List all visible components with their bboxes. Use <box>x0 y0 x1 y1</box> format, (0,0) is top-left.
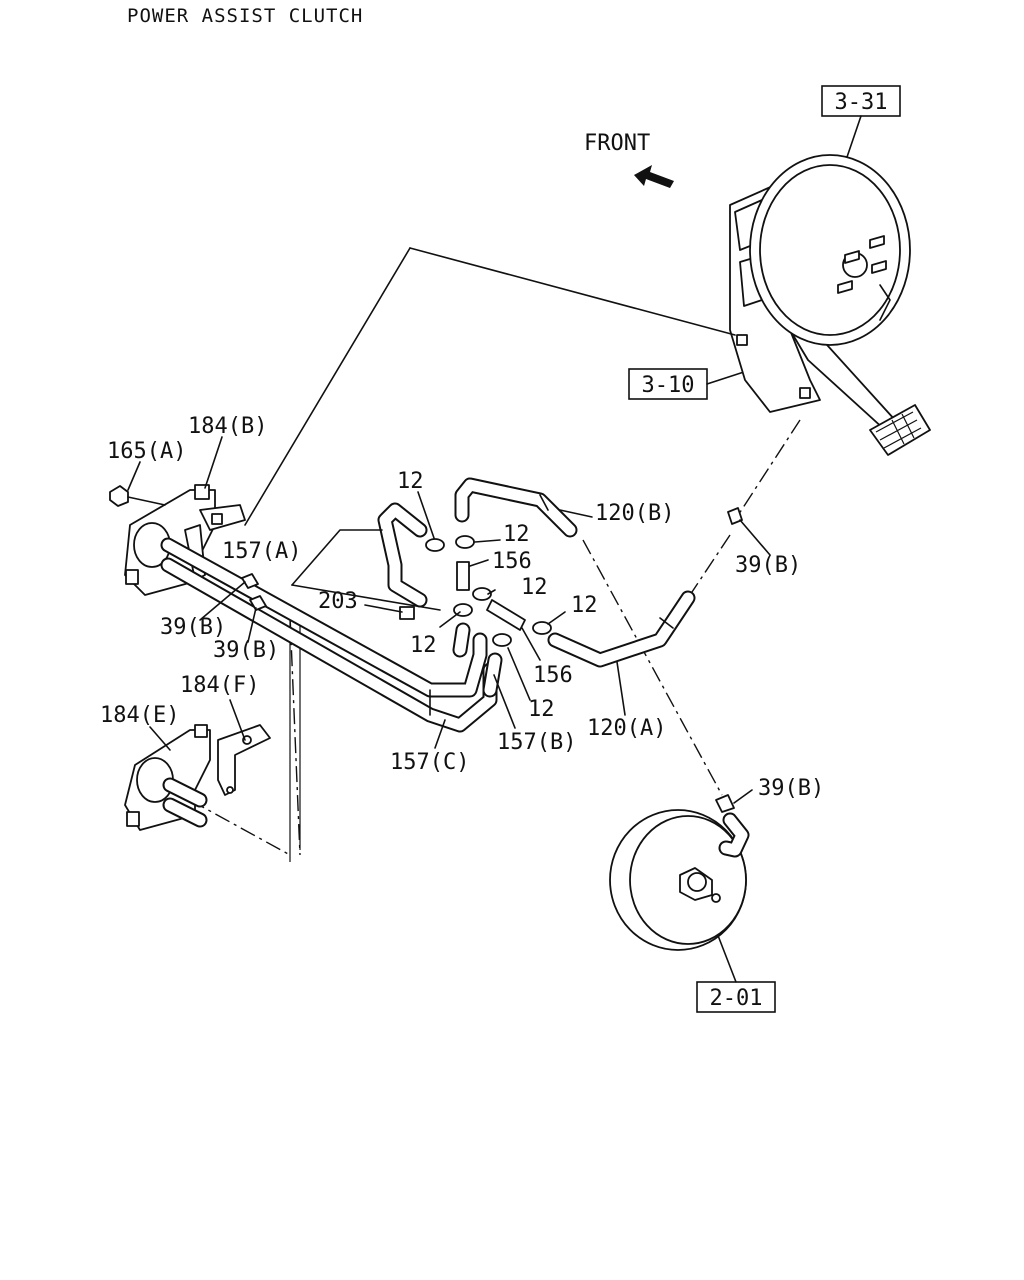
bolt-165a <box>109 485 166 507</box>
callout-39b-4: 39(B) <box>758 776 824 801</box>
callout-156-1: 156 <box>492 549 532 574</box>
clip-39b <box>241 507 743 813</box>
hose-120a <box>547 590 696 668</box>
callout-12-5: 12 <box>410 633 437 658</box>
callout-184f: 184(F) <box>180 673 259 698</box>
ref-box-3-10[interactable]: 3-10 <box>628 368 708 400</box>
leader-lines <box>127 436 771 804</box>
callout-12-3: 12 <box>521 575 548 600</box>
svg-text:3-31: 3-31 <box>835 90 888 115</box>
front-label: FRONT <box>584 131 650 156</box>
callout-39b-1: 39(B) <box>160 615 226 640</box>
callout-203: 203 <box>318 589 358 614</box>
callout-165a: 165(A) <box>107 439 186 464</box>
screw-203 <box>399 606 415 620</box>
svg-text:3-10: 3-10 <box>642 373 695 398</box>
callout-184b: 184(B) <box>188 414 267 439</box>
callout-12-6: 12 <box>528 697 555 722</box>
callout-120a: 120(A) <box>587 716 666 741</box>
callout-157a: 157(A) <box>222 539 301 564</box>
callout-39b-2: 39(B) <box>213 638 279 663</box>
callout-157c: 157(C) <box>390 750 469 775</box>
ref-box-2-01[interactable]: 2-01 <box>696 981 776 1013</box>
bracket-184e <box>124 724 211 831</box>
callout-12-4: 12 <box>571 593 598 618</box>
callout-12-1: 12 <box>397 469 424 494</box>
clutch-booster <box>609 809 750 951</box>
callout-184e: 184(E) <box>100 703 179 728</box>
callout-156-2: 156 <box>533 663 573 688</box>
pipe-157a <box>377 502 428 608</box>
callout-12-2: 12 <box>503 522 530 547</box>
svg-text:2-01: 2-01 <box>710 986 763 1011</box>
front-arrow-icon <box>634 165 674 188</box>
diagram-title: POWER ASSIST CLUTCH <box>127 5 363 27</box>
clutch-pedal-assembly <box>729 154 931 456</box>
callout-39b-3: 39(B) <box>735 553 801 578</box>
callout-157b: 157(B) <box>497 730 576 755</box>
connector-156 <box>456 561 526 631</box>
clamp-icon <box>425 535 552 647</box>
ref-box-3-31[interactable]: 3-31 <box>821 85 901 117</box>
callout-120b: 120(B) <box>595 501 674 526</box>
